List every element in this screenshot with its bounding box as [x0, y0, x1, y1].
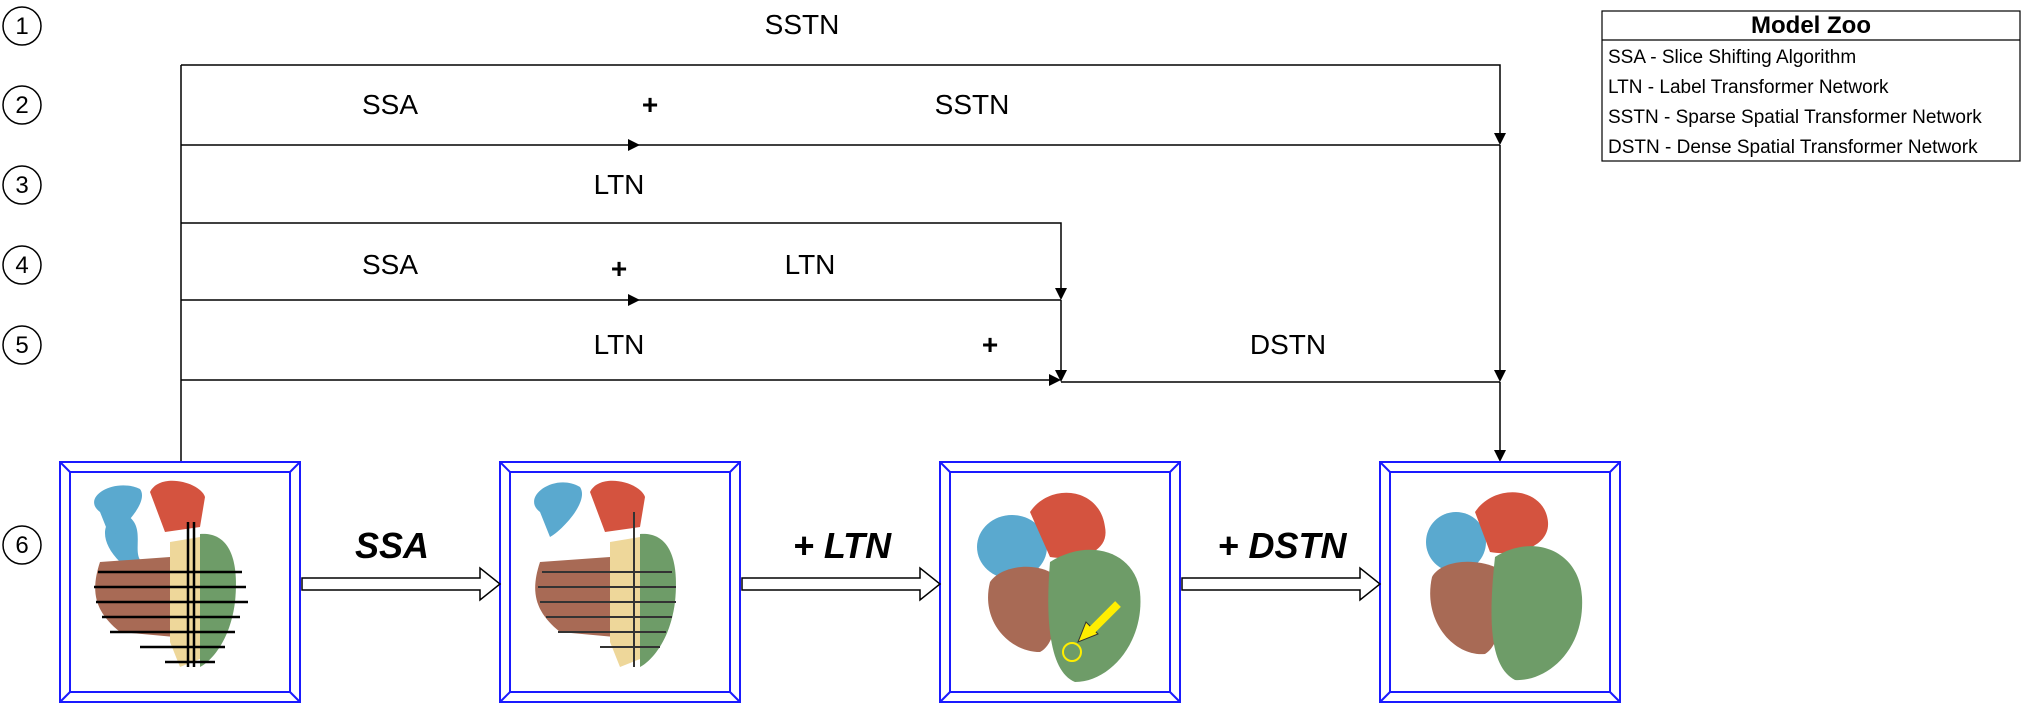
- row-number-1-text: 1: [15, 13, 28, 40]
- pipeline-label-ltn: + LTN: [793, 525, 892, 566]
- row5-label-ltn: LTN: [594, 329, 645, 360]
- row2-label-ssa: SSA: [362, 89, 418, 120]
- route-sstn: [181, 64, 1506, 145]
- row-number-6: 6: [2, 525, 42, 565]
- pipeline-label-dstn: + DSTN: [1217, 525, 1347, 566]
- row4-label-ssa: SSA: [362, 249, 418, 280]
- panel-frame-2: [499, 461, 741, 703]
- row-number-5: 5: [2, 325, 42, 365]
- row-number-2-text: 2: [15, 92, 28, 119]
- row-number-6-text: 6: [15, 532, 28, 559]
- row-number-1: 1: [2, 6, 42, 46]
- pipeline-arrow-3: [1181, 566, 1382, 602]
- row2-plus: +: [642, 89, 658, 120]
- model-zoo-legend: Model Zoo SSA - Slice Shifting Algorithm…: [1601, 10, 2021, 162]
- heart-final-mesh: [1426, 492, 1583, 681]
- flow-lines: [180, 64, 1506, 462]
- heart-shifted-slices: [534, 480, 676, 667]
- row1-label-sstn: SSTN: [765, 9, 840, 40]
- heart-sparse-slices: [94, 480, 248, 667]
- row-number-2: 2: [2, 85, 42, 125]
- row-number-3-text: 3: [15, 172, 28, 199]
- legend-item-dstn: DSTN - Dense Spatial Transformer Network: [1608, 137, 1978, 158]
- legend-item-ltn: LTN - Label Transformer Network: [1608, 77, 1889, 98]
- panel-frame-4: [1379, 461, 1621, 703]
- pipeline-arrow-1: [301, 566, 502, 602]
- row-number-4-text: 4: [15, 252, 28, 279]
- row3-label-ltn: LTN: [594, 169, 645, 200]
- legend-item-ssa: SSA - Slice Shifting Algorithm: [1608, 47, 1856, 68]
- row5-plus: +: [982, 329, 998, 360]
- row-numbers: 1 2 3 4 5 6: [2, 6, 42, 565]
- row-number-5-text: 5: [15, 332, 28, 359]
- pipeline-arrow-2: [741, 566, 942, 602]
- row-labels: SSTN SSA + SSTN LTN SSA + LTN LTN + DSTN: [362, 9, 1326, 360]
- row5-label-dstn: DSTN: [1250, 329, 1326, 360]
- row-number-4: 4: [2, 245, 42, 285]
- row2-label-sstn: SSTN: [935, 89, 1010, 120]
- panel-frame-1: [59, 461, 301, 703]
- row4-plus: +: [611, 253, 627, 284]
- row-number-3: 3: [2, 165, 42, 205]
- panel-frames: [59, 461, 1621, 703]
- row4-label-ltn: LTN: [785, 249, 836, 280]
- heart-ltn-output: [977, 492, 1141, 682]
- route-ltn: [181, 222, 1067, 300]
- legend-title: Model Zoo: [1751, 12, 1871, 39]
- pipeline-arrows: SSA + LTN + DSTN: [301, 525, 1382, 602]
- panel-frame-3: [939, 461, 1181, 703]
- legend-item-sstn: SSTN - Sparse Spatial Transformer Networ…: [1608, 107, 1982, 128]
- pipeline-label-ssa: SSA: [355, 525, 429, 566]
